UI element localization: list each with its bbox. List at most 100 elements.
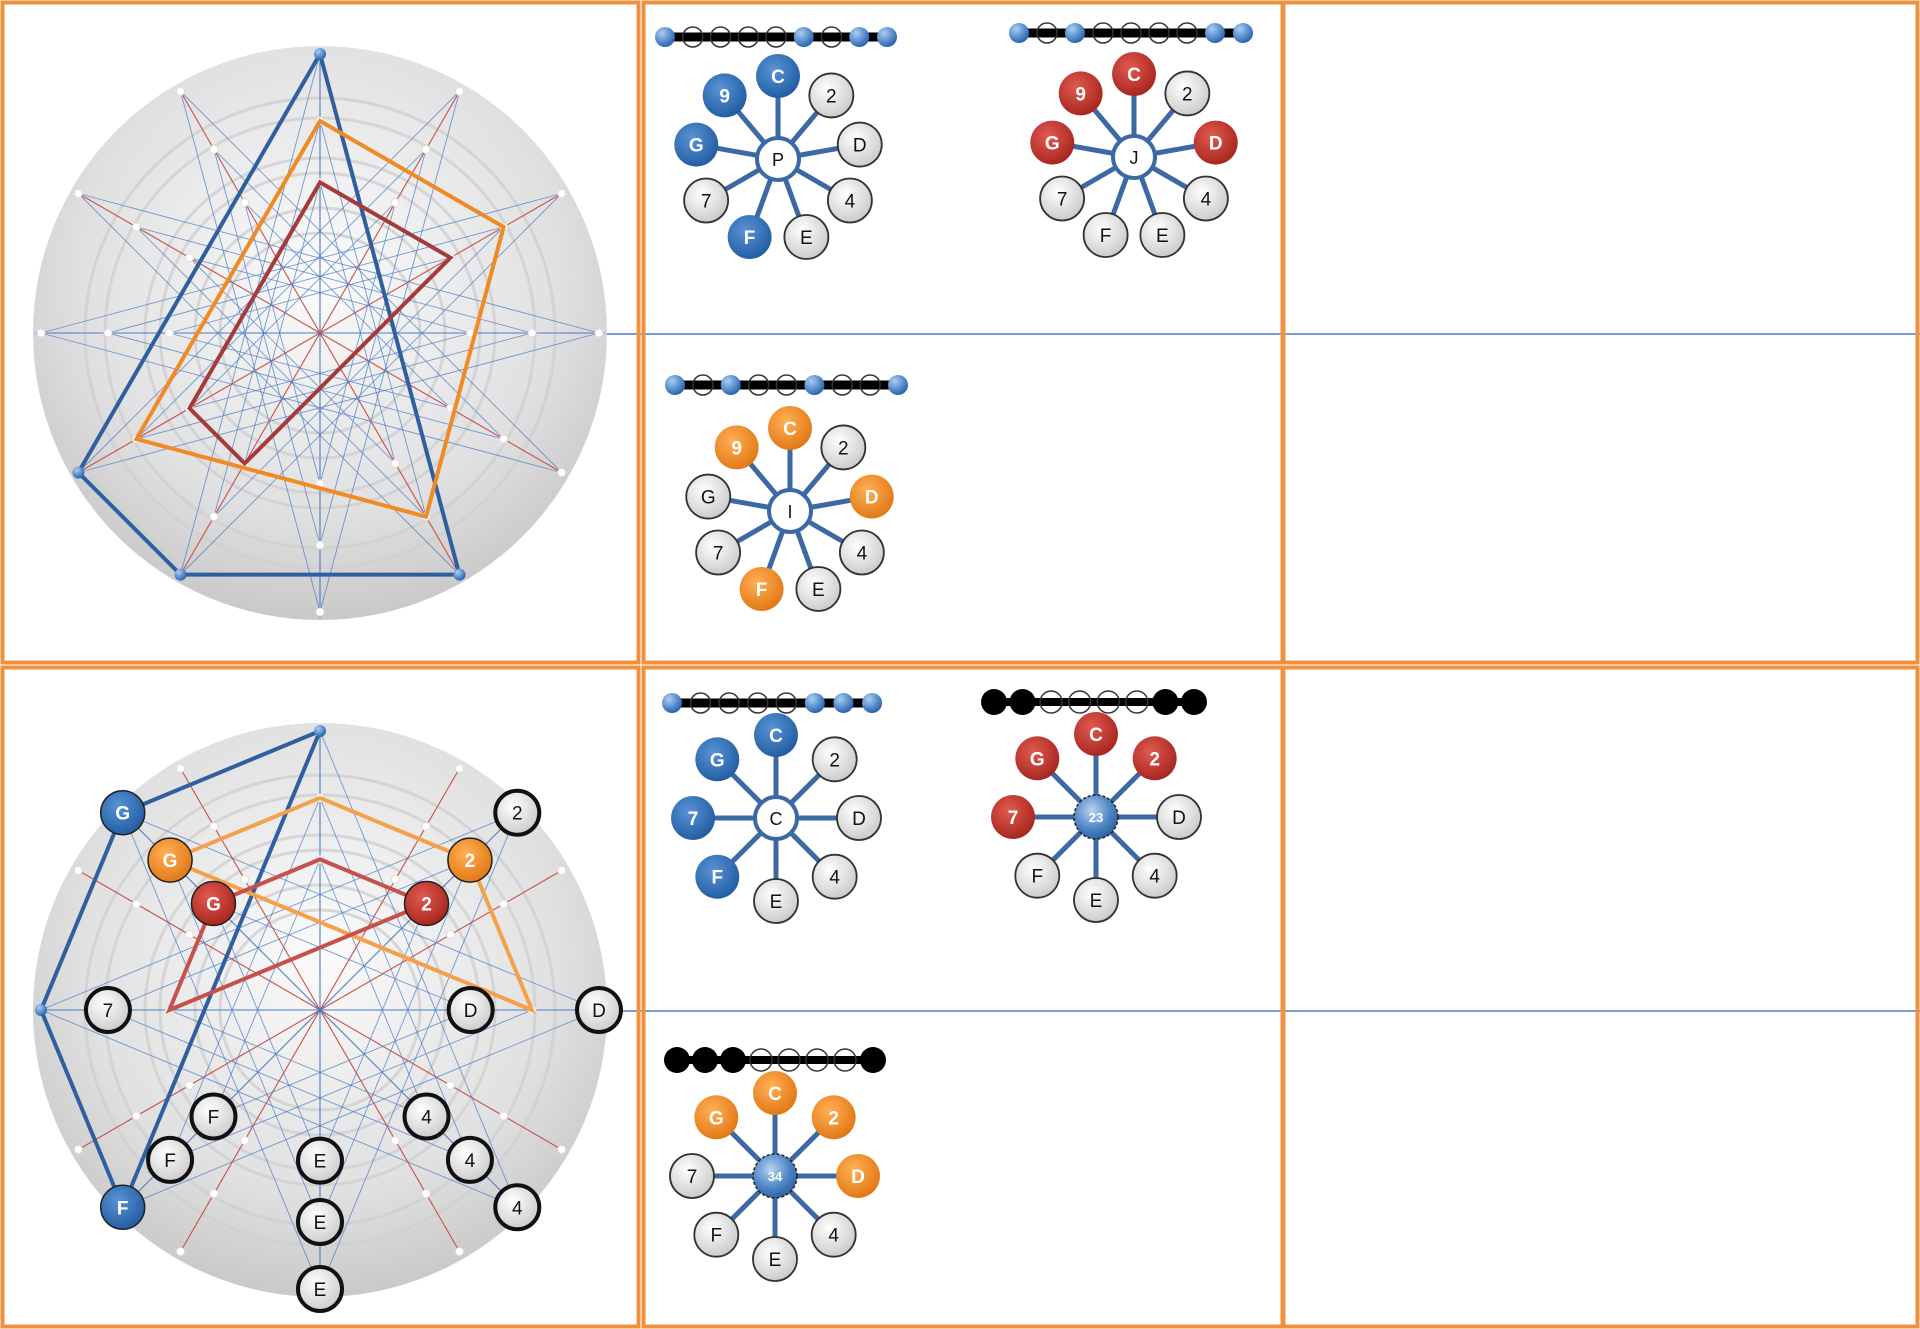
bead-string[interactable] (664, 1047, 886, 1073)
star-center[interactable]: 23 (1073, 794, 1119, 840)
bead-hollow[interactable] (1120, 22, 1142, 44)
bead-string[interactable] (665, 374, 908, 396)
star-node-2[interactable]: 2 (811, 736, 858, 783)
star-node-C[interactable]: C (754, 713, 798, 757)
star-node-2[interactable]: 2 (1132, 736, 1177, 781)
star-node-E[interactable]: E (1139, 212, 1186, 258)
bead-hollow[interactable] (689, 692, 712, 714)
bead-hollow[interactable] (1067, 690, 1092, 714)
bead-string[interactable] (1009, 22, 1253, 44)
star-node-7[interactable]: 7 (1039, 175, 1086, 222)
star-node-4[interactable]: 4 (1182, 175, 1229, 222)
bead-hollow[interactable] (805, 1048, 829, 1072)
star-node-E[interactable]: E (1073, 877, 1119, 923)
bead-filled[interactable] (793, 27, 814, 47)
bead-string[interactable] (655, 26, 897, 48)
star-node-C[interactable]: C (753, 1071, 797, 1115)
radar-note-marker-4[interactable]: 4 (493, 1183, 542, 1232)
bead-filled[interactable] (720, 375, 741, 395)
star-node-D[interactable]: D (836, 1154, 880, 1198)
bead-filled[interactable] (665, 375, 685, 395)
radar-note-marker-G[interactable]: G (190, 880, 237, 927)
bead-hollow[interactable] (1096, 690, 1121, 714)
radar-note-marker-4[interactable]: 4 (402, 1092, 451, 1141)
bead-filled[interactable] (720, 1047, 746, 1073)
bead-string[interactable] (662, 692, 882, 714)
bead-hollow[interactable] (777, 1048, 801, 1072)
bead-filled[interactable] (1205, 23, 1225, 43)
star-node-C[interactable]: C (1112, 52, 1156, 96)
star-node-7[interactable]: 7 (683, 177, 730, 224)
star-node-D[interactable]: D (836, 795, 882, 841)
star-node-G[interactable]: G (674, 122, 719, 167)
star-node-7[interactable]: 7 (991, 795, 1035, 839)
bead-hollow[interactable] (682, 26, 704, 48)
bead-hollow[interactable] (1176, 22, 1198, 44)
radar-note-marker-G[interactable]: G (147, 837, 193, 883)
star-node-4[interactable]: 4 (810, 1211, 857, 1258)
bead-hollow[interactable] (737, 26, 759, 48)
star-node-7[interactable]: 7 (669, 1153, 715, 1199)
bead-hollow[interactable] (1148, 22, 1170, 44)
radar-note-marker-G[interactable]: G (99, 789, 146, 836)
bead-filled[interactable] (1009, 689, 1036, 715)
radar-note-marker-2[interactable]: 2 (447, 837, 493, 883)
bead-filled[interactable] (981, 689, 1007, 715)
star-node-4[interactable]: 4 (1131, 852, 1178, 899)
bead-hollow[interactable] (749, 1048, 773, 1072)
star-node-2[interactable]: 2 (820, 424, 867, 471)
star-node-F[interactable]: F (693, 1211, 740, 1258)
star-center[interactable]: 34 (752, 1153, 798, 1199)
bead-filled[interactable] (655, 27, 675, 47)
bead-hollow[interactable] (747, 374, 770, 396)
radar-note-marker-2[interactable]: 2 (493, 788, 542, 837)
star-node-9[interactable]: 9 (1058, 71, 1103, 116)
star-node-D[interactable]: D (836, 121, 883, 168)
star-node-F[interactable]: F (1082, 212, 1129, 258)
bead-filled[interactable] (1009, 23, 1029, 43)
star-node-G[interactable]: G (1015, 736, 1060, 781)
bead-hollow[interactable] (692, 374, 714, 396)
bead-hollow[interactable] (1092, 22, 1114, 44)
radar-note-marker-D[interactable]: D (575, 986, 623, 1034)
star-node-C[interactable]: C (756, 54, 800, 98)
radar-note-marker-4[interactable]: 4 (445, 1135, 494, 1184)
star-center[interactable]: I (767, 488, 813, 534)
bead-string[interactable] (981, 689, 1207, 715)
star-node-C[interactable]: C (768, 406, 812, 450)
star-center[interactable]: J (1111, 134, 1157, 180)
star-node-2[interactable]: 2 (808, 72, 855, 119)
bead-filled[interactable] (804, 693, 825, 713)
star-node-4[interactable]: 4 (811, 853, 858, 900)
star-node-E[interactable]: E (753, 878, 799, 924)
star-node-G[interactable]: G (694, 1095, 739, 1140)
bead-filled[interactable] (1065, 23, 1085, 43)
star-node-G[interactable]: G (695, 737, 740, 782)
star-center[interactable]: P (755, 136, 801, 182)
bead-hollow[interactable] (1039, 690, 1063, 714)
star-node-G[interactable]: G (1030, 120, 1075, 165)
radar-note-marker-F[interactable]: F (99, 1184, 146, 1231)
star-node-E[interactable]: E (795, 566, 842, 612)
bead-hollow[interactable] (775, 374, 798, 396)
star-node-F[interactable]: F (1014, 852, 1061, 899)
radar-note-marker-D[interactable]: D (446, 986, 495, 1034)
bead-hollow[interactable] (765, 26, 787, 48)
star-node-D[interactable]: D (1193, 120, 1238, 165)
bead-filled[interactable] (877, 27, 897, 47)
star-node-9[interactable]: 9 (714, 425, 759, 470)
radar-note-marker-F[interactable]: F (146, 1135, 195, 1184)
bead-hollow[interactable] (1036, 22, 1058, 44)
bead-hollow[interactable] (1125, 690, 1149, 714)
bead-filled[interactable] (1181, 689, 1207, 715)
bead-hollow[interactable] (831, 374, 853, 396)
bead-filled[interactable] (664, 1047, 690, 1073)
radar-note-marker-E[interactable]: E (296, 1198, 344, 1247)
bead-filled[interactable] (804, 375, 825, 395)
star-node-4[interactable]: 4 (826, 177, 873, 224)
